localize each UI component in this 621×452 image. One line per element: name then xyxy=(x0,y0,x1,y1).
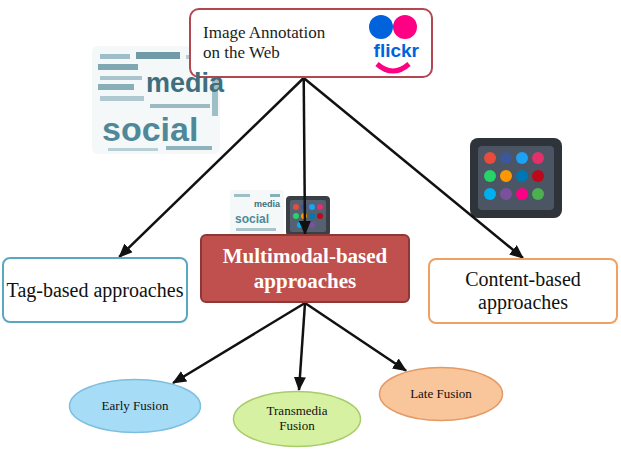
word-cloud-word: social xyxy=(102,112,198,146)
node-text: Transmedia Fusion xyxy=(251,404,344,434)
fusion-ellipse: Transmedia Fusion xyxy=(232,390,362,448)
phone-icon-small xyxy=(286,196,330,236)
word-cloud-small xyxy=(230,190,284,236)
word-cloud-word: media xyxy=(146,70,224,97)
connector-arrow xyxy=(304,78,305,234)
node-text: Content-based approaches xyxy=(430,268,616,314)
word-cloud-word: media xyxy=(254,200,280,209)
approach-box: Content-based approaches xyxy=(428,258,618,324)
node-text: Multimodal-based approaches xyxy=(202,244,408,292)
connector-arrow xyxy=(305,303,406,371)
connector-arrow xyxy=(299,303,305,390)
root-box: Image Annotation on the Web flickr xyxy=(189,8,433,78)
fusion-ellipse: Late Fusion xyxy=(378,366,504,422)
approach-box: Tag-based approaches xyxy=(2,257,188,323)
word-cloud-word: social xyxy=(235,213,269,225)
logo-text: flickr xyxy=(374,41,419,60)
connector-arrow xyxy=(173,303,305,383)
node-text: Late Fusion xyxy=(410,387,472,402)
node-text: Early Fusion xyxy=(102,399,169,414)
node-text: Tag-based approaches xyxy=(7,279,184,302)
connector-arrow xyxy=(119,78,304,257)
connector-arrow xyxy=(304,78,523,258)
approach-box-main: Multimodal-based approaches xyxy=(200,234,410,303)
node-text: Image Annotation on the Web xyxy=(203,23,343,64)
phone-icon xyxy=(470,138,562,218)
fusion-ellipse: Early Fusion xyxy=(68,378,202,434)
